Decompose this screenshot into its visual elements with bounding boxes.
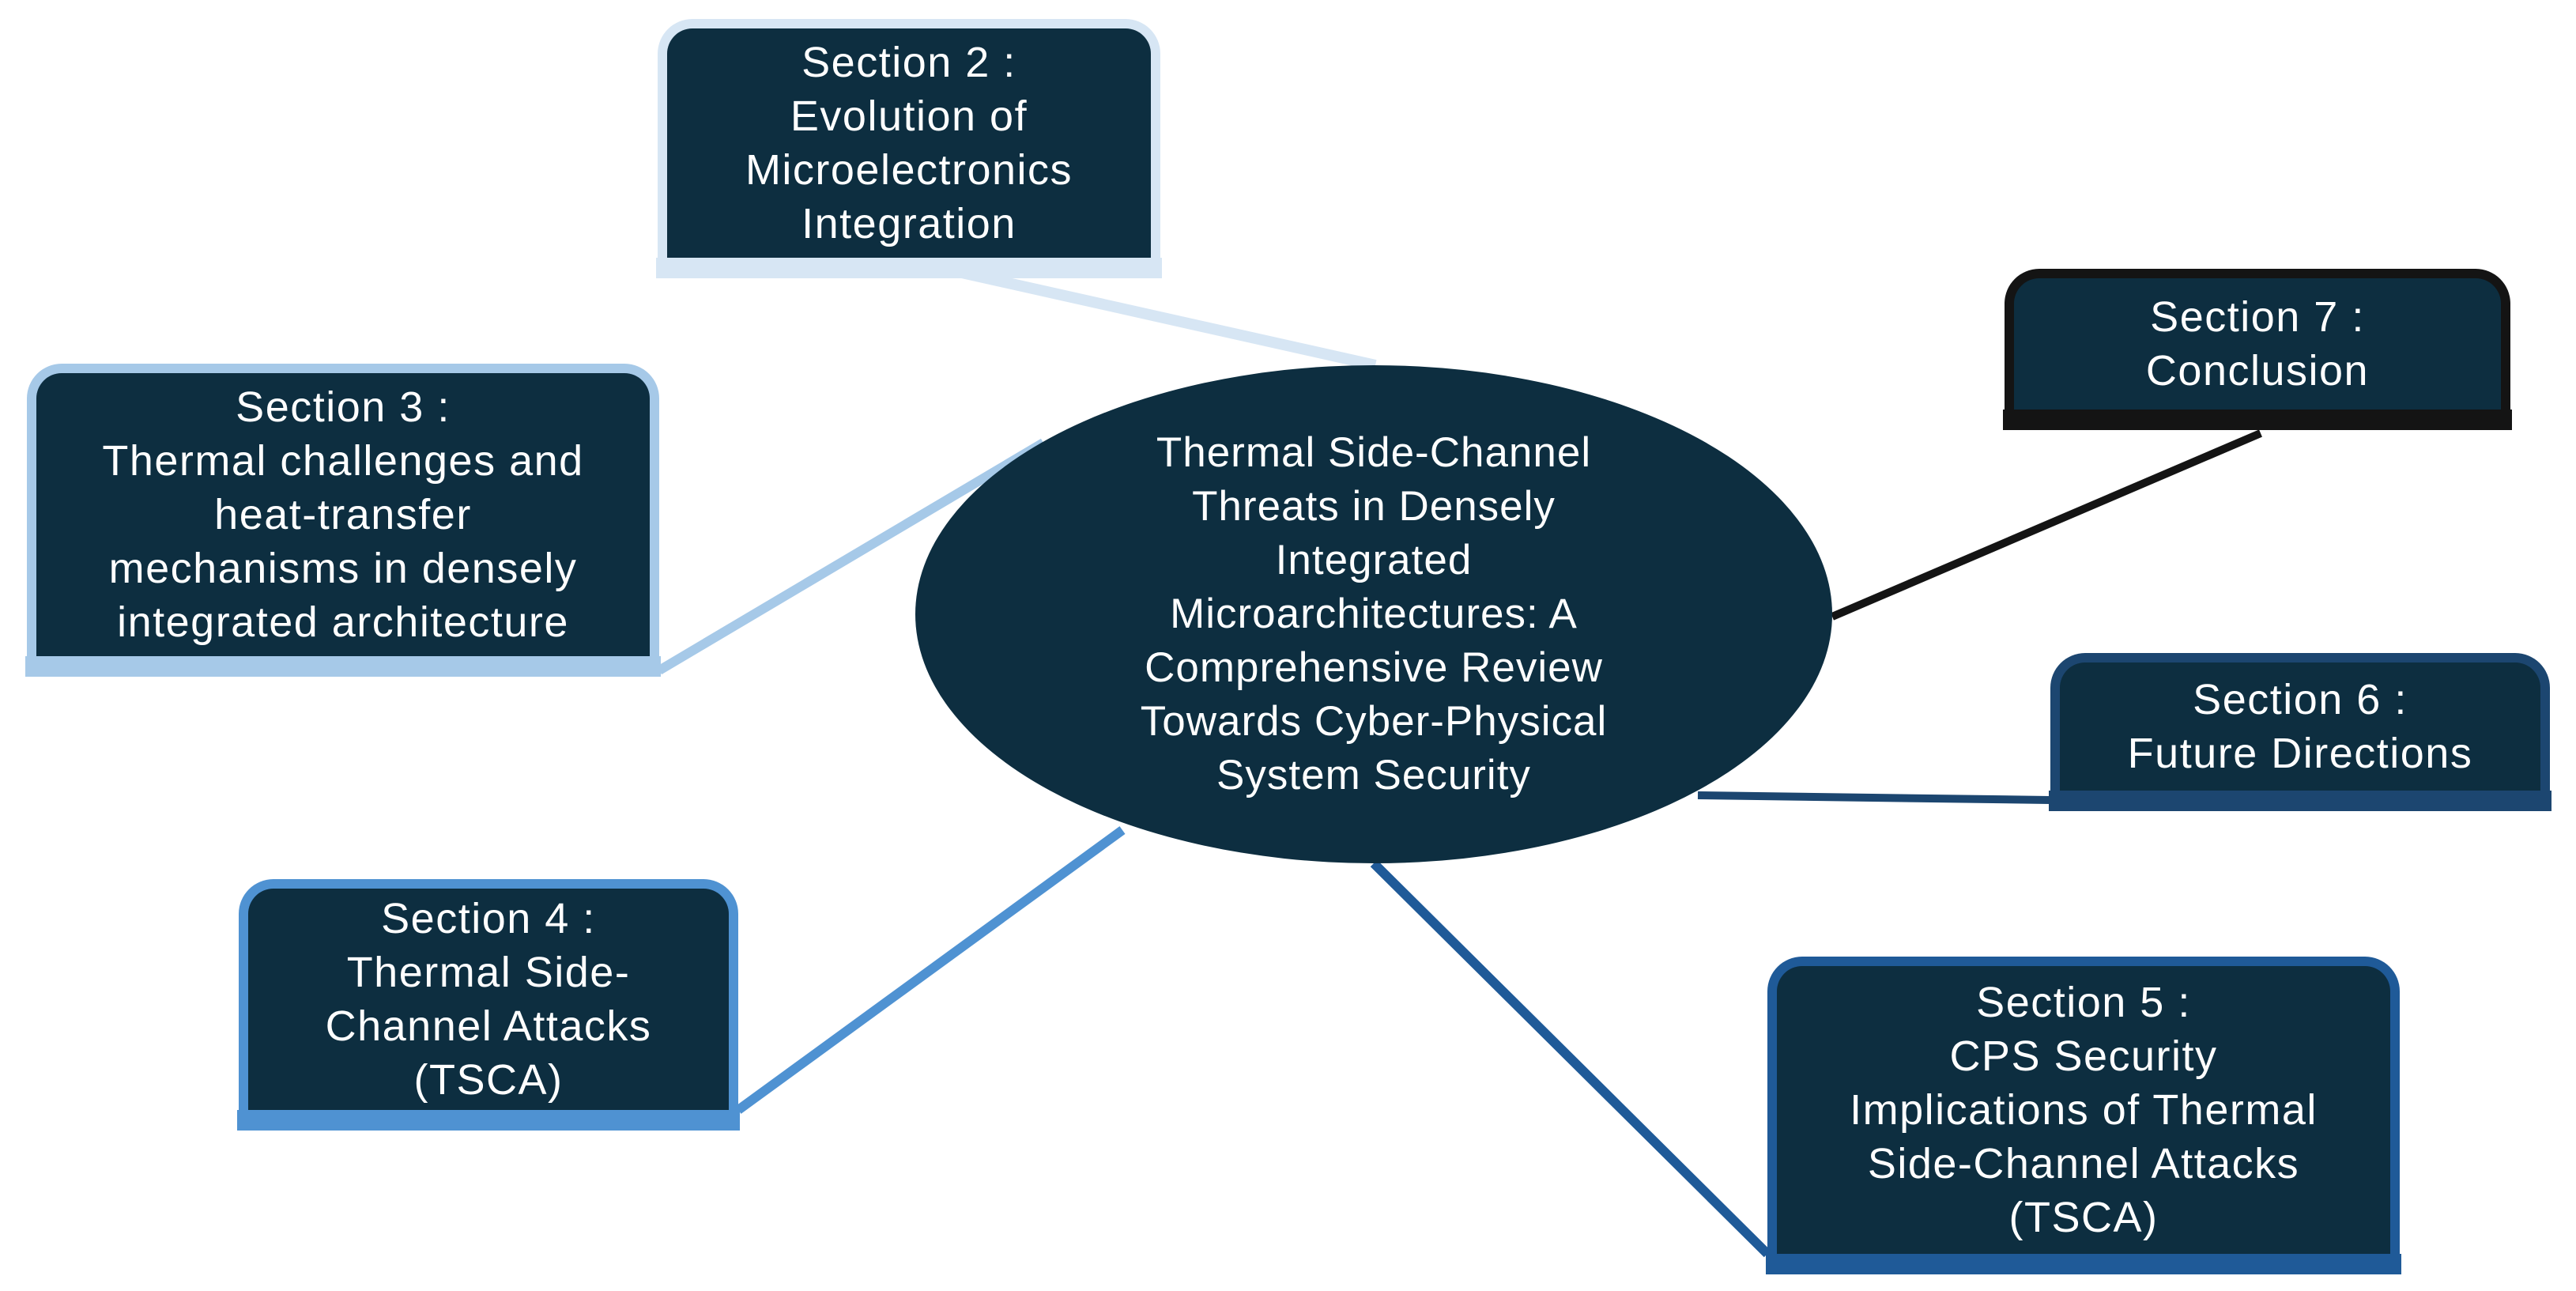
connector-section-4: [735, 826, 1126, 1114]
connector-section-7: [1831, 429, 2262, 621]
connector-section-6: [1697, 791, 2051, 804]
section-4-label: Section 4 : Thermal Side- Channel Attack…: [325, 895, 652, 1104]
section-4-node: Section 4 : Thermal Side- Channel Attack…: [237, 879, 740, 1131]
central-topic: Thermal Side-Channel Threats in Densely …: [915, 365, 1832, 863]
connector-section-5: [1370, 859, 1771, 1258]
central-topic-title: Thermal Side-Channel Threats in Densely …: [1140, 429, 1608, 798]
section-6-label: Section 6 : Future Directions: [2127, 676, 2473, 777]
section-7-label: Section 7 : Conclusion: [2145, 293, 2370, 394]
section-2-label: Section 2 : Evolution of Microelectronic…: [745, 39, 1073, 247]
section-2-node: Section 2 : Evolution of Microelectronic…: [656, 19, 1162, 278]
connector-section-3: [656, 438, 1047, 675]
section-5-label: Section 5 : CPS Security Implications of…: [1850, 979, 2318, 1241]
connector-section-2: [907, 255, 1377, 371]
section-6-node: Section 6 : Future Directions: [2049, 653, 2551, 811]
section-7-node: Section 7 : Conclusion: [2003, 269, 2512, 430]
section-5-node: Section 5 : CPS Security Implications of…: [1766, 957, 2401, 1274]
section-3-node: Section 3 : Thermal challenges and heat-…: [25, 364, 661, 677]
section-3-label: Section 3 : Thermal challenges and heat-…: [102, 383, 584, 646]
